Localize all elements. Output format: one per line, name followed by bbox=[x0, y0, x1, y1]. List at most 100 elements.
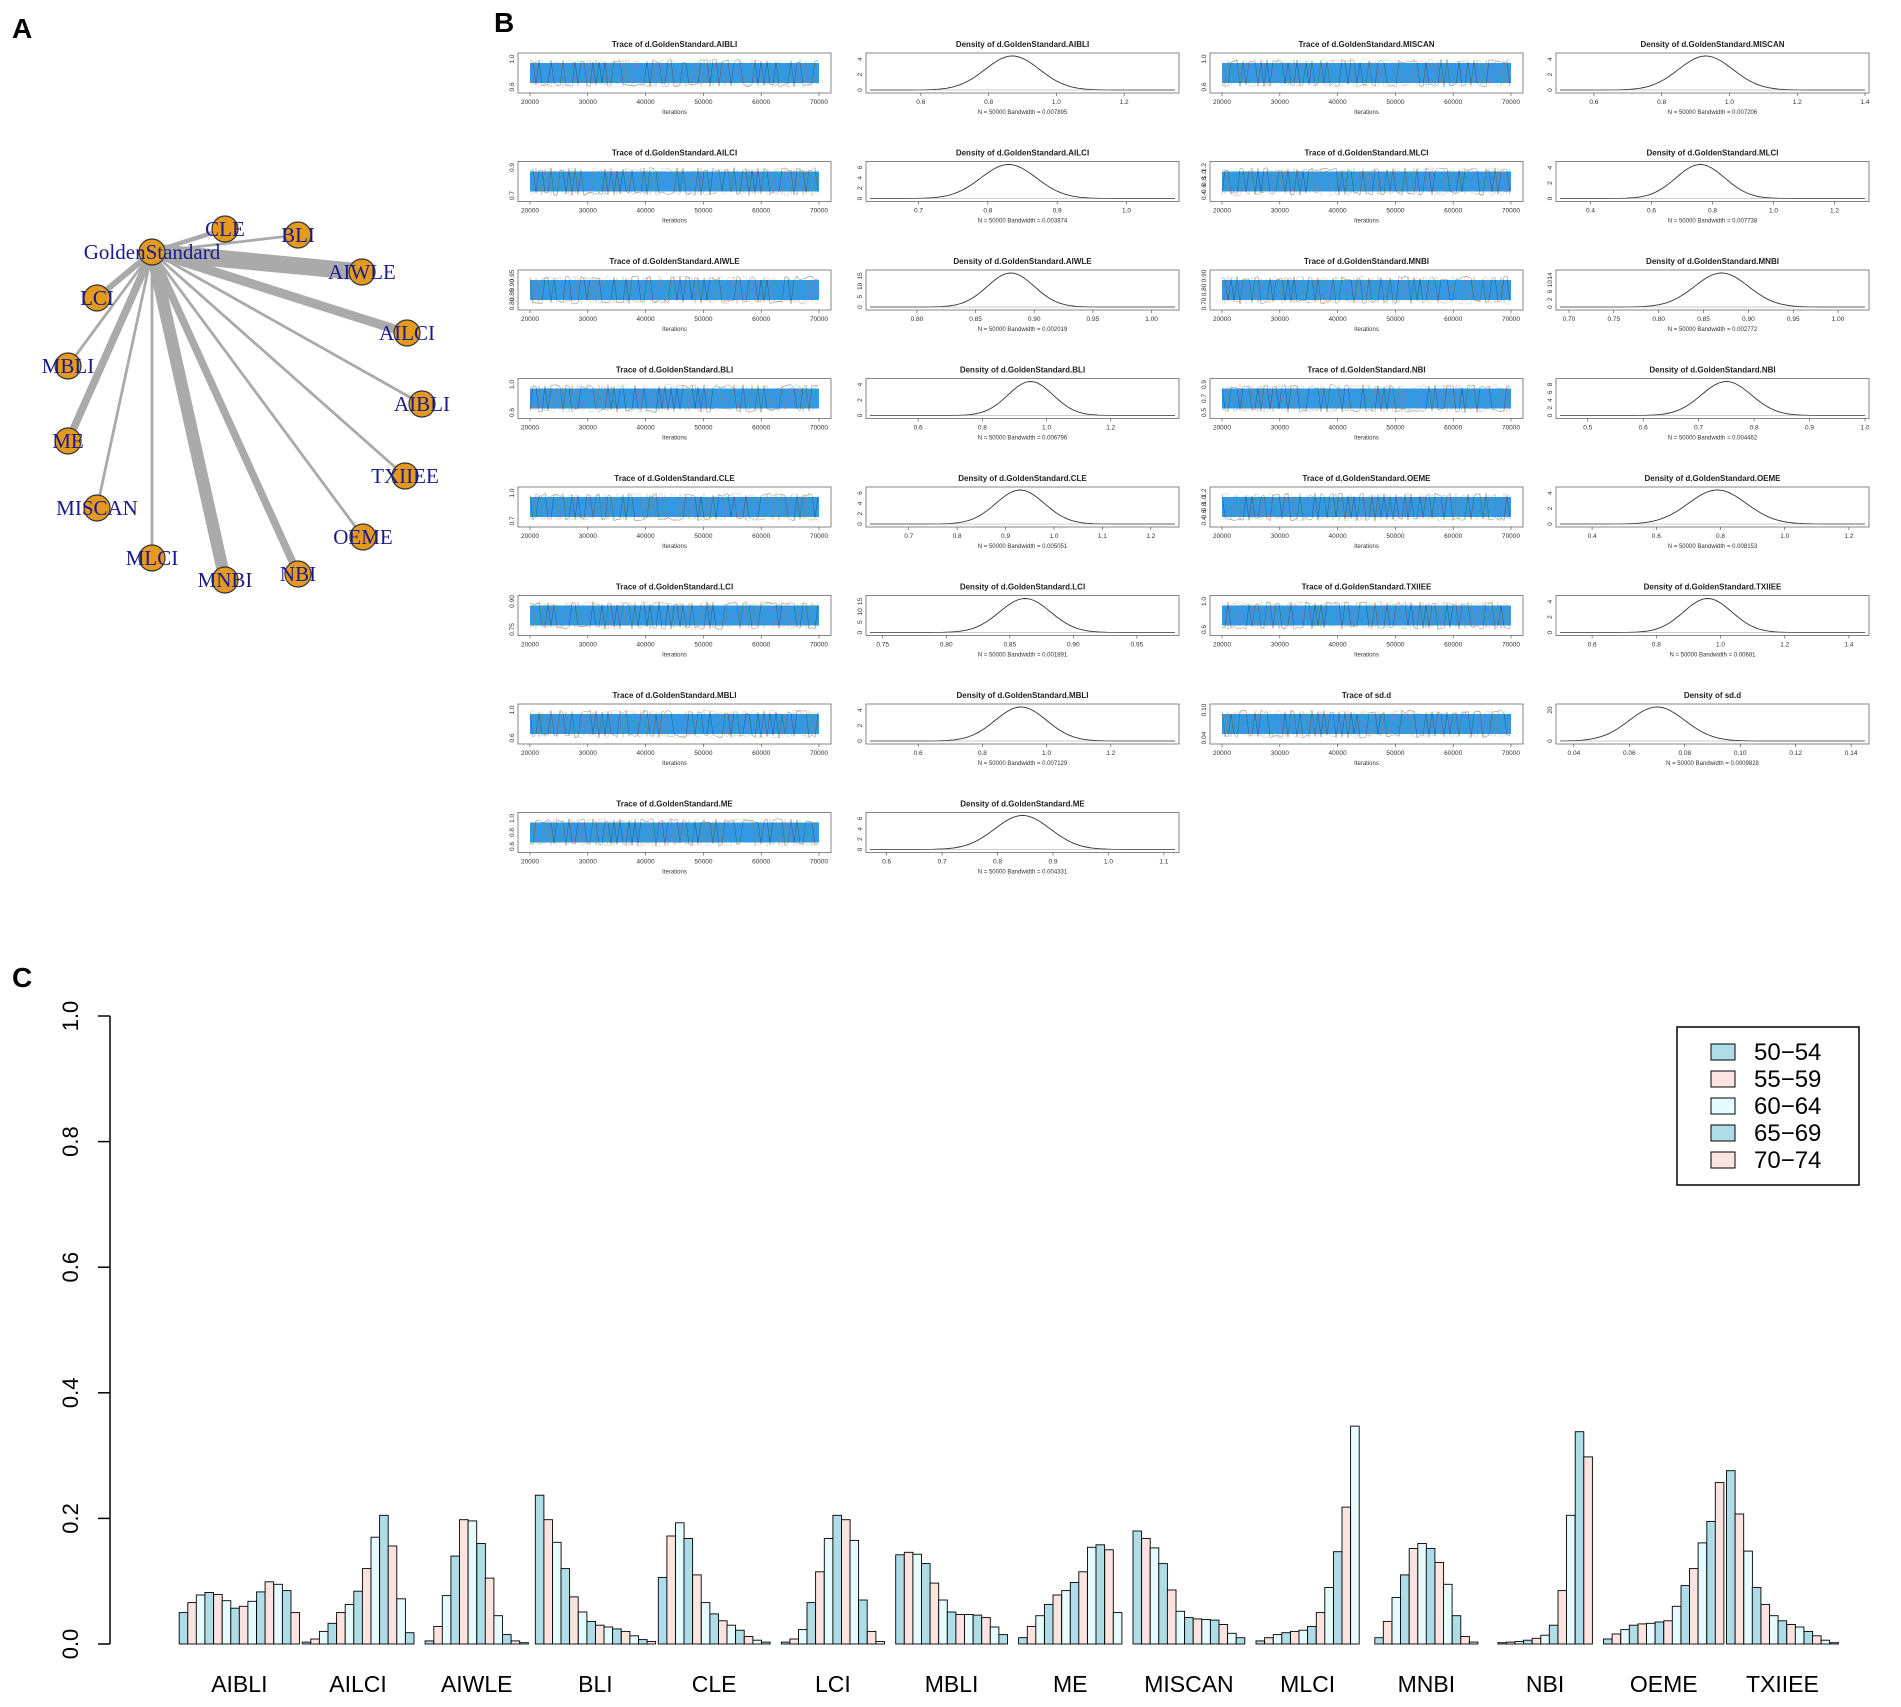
bar bbox=[441, 1595, 452, 1645]
bar bbox=[761, 1641, 771, 1645]
x-tick-label: 50000 bbox=[694, 316, 712, 323]
x-tick-label: 50000 bbox=[694, 208, 712, 215]
bar bbox=[1786, 1624, 1796, 1645]
x-category-label: MISCAN bbox=[1144, 1671, 1233, 1697]
density-title: Density of d.GoldenStandard.NBI bbox=[1649, 366, 1775, 375]
density-frame bbox=[865, 703, 1180, 745]
x-tick-label: 1.4 bbox=[1860, 99, 1869, 106]
x-tick-label: 1.0 bbox=[1049, 533, 1058, 540]
bar bbox=[1374, 1637, 1384, 1645]
node-label-txiiee: TXIIEE bbox=[371, 464, 439, 488]
density-title: Density of d.GoldenStandard.MBLI bbox=[956, 691, 1088, 700]
bar bbox=[1095, 1544, 1106, 1645]
x-tick-label: 0.85 bbox=[1003, 642, 1016, 649]
bar bbox=[1451, 1615, 1462, 1645]
y-tick-label: 0.9 bbox=[1201, 380, 1208, 389]
y-tick-label: 0.5 bbox=[1201, 408, 1208, 417]
x-tick-label: 40000 bbox=[637, 642, 655, 649]
y-tick-label: 0 bbox=[1547, 88, 1554, 92]
x-tick-label: 0.80 bbox=[911, 316, 924, 323]
bar bbox=[361, 1568, 372, 1645]
y-tick-label: 1.0 bbox=[1201, 597, 1208, 606]
y-tick-label: 0.90 bbox=[509, 595, 516, 608]
bar bbox=[1794, 1626, 1805, 1645]
x-tick-label: 50000 bbox=[694, 99, 712, 106]
trace-band bbox=[530, 388, 819, 409]
trace-chain-outliers bbox=[1221, 601, 1511, 630]
bar bbox=[955, 1614, 965, 1645]
y-tick-label: 0.7 bbox=[509, 516, 516, 525]
x-tick-label: 50000 bbox=[694, 425, 712, 432]
bar bbox=[256, 1591, 266, 1645]
y-tick-label: 4 bbox=[1547, 491, 1554, 495]
x-tick-label: 70000 bbox=[810, 859, 828, 866]
y-tick-label: 4 bbox=[1547, 165, 1554, 169]
density-stats: N = 50000 Bandwidth = 0.005051 bbox=[978, 544, 1068, 550]
bar bbox=[336, 1612, 346, 1645]
bar bbox=[1307, 1625, 1317, 1645]
bar bbox=[1044, 1603, 1054, 1645]
node-lci bbox=[83, 284, 111, 312]
y-tick-label: 1.0 bbox=[509, 705, 516, 714]
x-tick-label: 40000 bbox=[1329, 316, 1347, 323]
bar bbox=[683, 1538, 694, 1645]
y-tick-label: 1.2 bbox=[1201, 163, 1208, 172]
x-tick-label: 0.14 bbox=[1845, 750, 1858, 757]
legend-label: 60−64 bbox=[1754, 1093, 1821, 1120]
y-tick-label: 2 bbox=[1547, 181, 1554, 185]
y-axis: 0.00.20.40.60.81.0 bbox=[58, 1001, 111, 1659]
trace-chain-outliers bbox=[1221, 492, 1511, 522]
x-category-label: BLI bbox=[578, 1671, 613, 1697]
node-aiwle bbox=[348, 258, 376, 286]
trace-chain-outliers bbox=[1221, 167, 1511, 196]
bar-group-oeme: OEME bbox=[1603, 1482, 1725, 1697]
trace-band bbox=[1222, 497, 1511, 517]
bar bbox=[743, 1636, 754, 1645]
bar bbox=[912, 1553, 922, 1645]
density-frame bbox=[865, 52, 1180, 94]
x-category-label: OEME bbox=[1630, 1671, 1698, 1697]
x-tick-label: 0.6 bbox=[916, 99, 925, 106]
density-stats: N = 50000 Bandwidth = 0.002019 bbox=[978, 327, 1068, 333]
x-tick-label: 0.8 bbox=[993, 859, 1002, 866]
x-tick-label: 70000 bbox=[810, 208, 828, 215]
bar bbox=[195, 1594, 206, 1645]
y-tick-label: 4 bbox=[1547, 398, 1554, 402]
density-frame bbox=[865, 161, 1180, 202]
x-tick-label: 0.6 bbox=[914, 750, 923, 757]
bar bbox=[1803, 1630, 1814, 1645]
bar bbox=[946, 1611, 957, 1645]
density-frame bbox=[865, 486, 1180, 528]
bar bbox=[1018, 1637, 1028, 1645]
bar bbox=[638, 1639, 648, 1645]
bar bbox=[921, 1563, 931, 1645]
trace-chain-outliers bbox=[529, 384, 819, 413]
trace-xlabel: Iterations bbox=[1354, 436, 1379, 442]
bar bbox=[1760, 1603, 1771, 1645]
x-tick-label: 1.2 bbox=[1106, 750, 1115, 757]
y-tick-label: 0 bbox=[857, 88, 864, 92]
node-label-aiwle: AIWLE bbox=[328, 260, 396, 284]
y-tick-label: 0 bbox=[1547, 630, 1554, 634]
x-category-label: AIBLI bbox=[211, 1671, 267, 1697]
trace-chain-outliers bbox=[529, 275, 819, 305]
legend-label: 55−59 bbox=[1754, 1066, 1821, 1093]
bar bbox=[1264, 1637, 1274, 1645]
bar bbox=[1671, 1605, 1682, 1645]
bar bbox=[310, 1638, 320, 1645]
trace-title: Trace of d.GoldenStandard.MBLI bbox=[612, 691, 736, 700]
x-tick-label: 1.1 bbox=[1098, 533, 1107, 540]
node-cle bbox=[211, 215, 239, 243]
trace-xlabel: Iterations bbox=[1354, 761, 1379, 767]
y-tick-label: 1.0 bbox=[509, 380, 516, 389]
trace-title: Trace of d.GoldenStandard.MISCAN bbox=[1298, 40, 1434, 49]
x-tick-label: 0.8 bbox=[1750, 425, 1759, 432]
y-tick-label: 0 bbox=[1547, 522, 1554, 526]
